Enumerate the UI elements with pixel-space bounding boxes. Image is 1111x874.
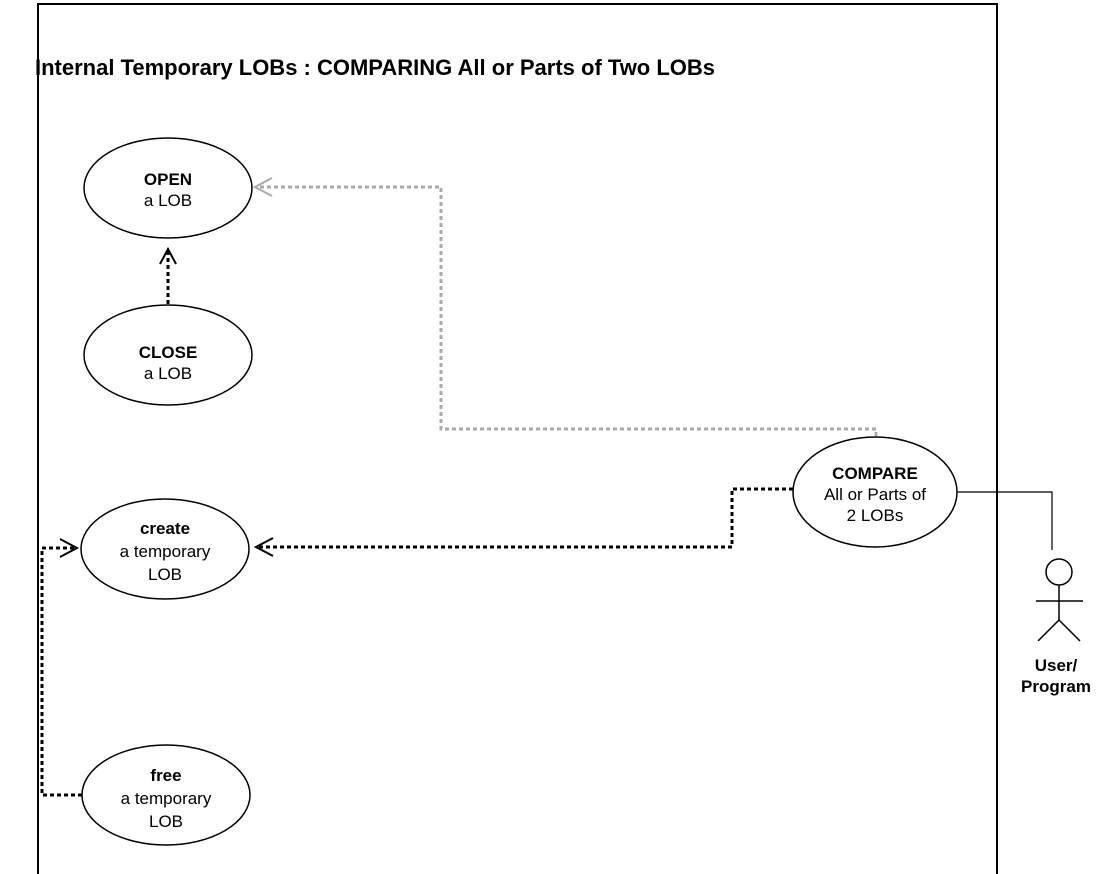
use-case-compare-desc-2: 2 LOBs <box>847 506 904 525</box>
arrowhead-create-right <box>253 537 274 557</box>
dependency-compare-to-open <box>258 185 878 436</box>
association-compare-actor <box>956 491 1053 550</box>
use-case-create[interactable]: create a temporary LOB <box>80 498 250 600</box>
diagram-frame <box>37 3 998 874</box>
use-case-free-ellipse <box>81 744 251 846</box>
dependency-free-to-create <box>40 546 82 797</box>
use-case-create-desc-2: LOB <box>148 565 182 584</box>
arrowhead-close-open <box>159 246 177 265</box>
stick-figure-icon <box>1036 558 1083 642</box>
diagram-title: Internal Temporary LOBs : COMPARING All … <box>35 55 715 80</box>
use-case-create-ellipse <box>80 498 250 600</box>
use-case-free-desc: a temporary <box>121 789 212 808</box>
use-case-compare[interactable]: COMPARE All or Parts of 2 LOBs <box>792 436 958 548</box>
use-case-close-desc: a LOB <box>144 364 192 383</box>
arrowhead-open <box>252 177 273 197</box>
use-case-free-name: free <box>150 766 181 785</box>
dependency-compare-to-create <box>258 487 793 549</box>
use-case-free-desc-2: LOB <box>149 812 183 831</box>
use-case-free[interactable]: free a temporary LOB <box>81 744 251 846</box>
actor-user-program[interactable]: User/ Program <box>1021 558 1091 696</box>
use-case-open-ellipse <box>83 137 253 239</box>
use-case-open-desc: a LOB <box>144 191 192 210</box>
actor-label-line1: User/ <box>1035 656 1078 675</box>
use-case-compare-ellipse <box>792 436 958 548</box>
arrowhead-create-left <box>59 538 80 558</box>
use-case-close[interactable]: CLOSE a LOB <box>83 304 253 406</box>
use-case-compare-name: COMPARE <box>832 464 918 483</box>
actor-label-line2: Program <box>1021 677 1091 696</box>
use-case-open-name: OPEN <box>144 170 192 189</box>
use-case-create-name: create <box>140 519 190 538</box>
use-case-compare-desc: All or Parts of <box>824 485 926 504</box>
use-case-create-desc: a temporary <box>120 542 211 561</box>
use-case-close-ellipse <box>83 304 253 406</box>
use-case-close-name: CLOSE <box>139 343 198 362</box>
use-case-open[interactable]: OPEN a LOB <box>83 137 253 239</box>
